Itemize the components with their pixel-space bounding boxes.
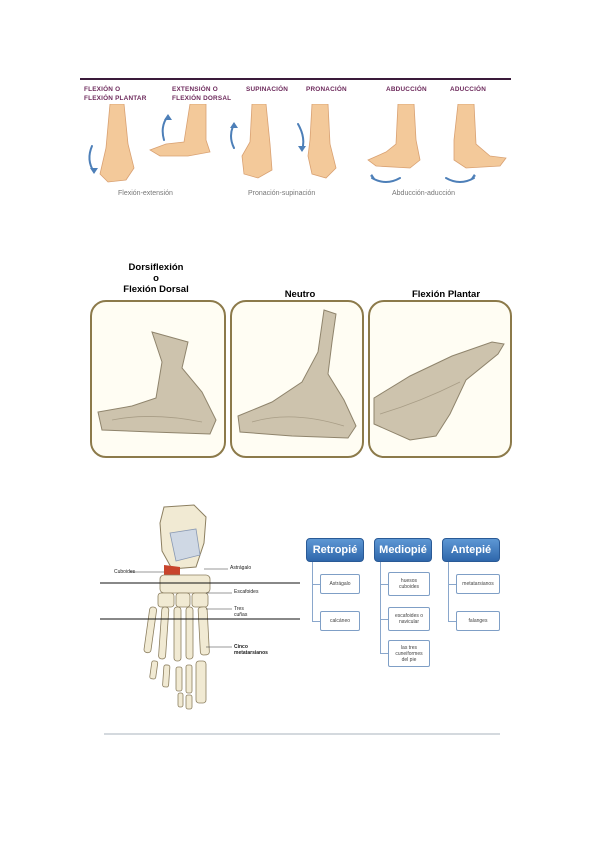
panel-plantar-flexion [368,300,512,458]
label-five-metatarsals: Cinco metatarsianos [234,644,268,656]
foot-dorsiflexion-drawing [97,331,217,435]
foot-regions-diagram: Retropié Astrágalo calcáneo Mediopié hue… [306,538,506,673]
movement-label-pronation: PRONACIÓN [306,86,347,93]
region-item-calcaneo: calcáneo [320,611,360,631]
region-item-metatarsianos: metatarsianos [456,574,500,594]
title-dorsiflexion: Dorsiflexión o Flexión Dorsal [123,262,189,295]
flexion-positions-figure: Dorsiflexión o Flexión Dorsal Neutro Fle… [86,262,518,468]
movement-label-supination: SUPINACIÓN [246,86,289,93]
region-item-astragalo: Astrágalo [320,574,360,594]
label-talus: Astrágalo [230,565,252,571]
title-plantar-flexion: Flexión Plantar [411,289,481,300]
movement-label-adduction: ADUCCIÓN [450,86,487,93]
movement-label-dorsal-flexion: EXTENSIÓN O FLEXIÓN DORSAL [172,86,232,102]
foot-neutral-drawing [237,309,357,439]
foot-adduction [453,104,507,169]
page-bottom-rule [104,733,500,735]
foot-plantar-flexion [99,104,135,183]
arrow-abduction [371,177,401,183]
movement-feet-illustration [88,104,507,183]
region-header-mediopie: Mediopié [374,538,432,562]
label-three-cuneiforms: Tres cuñas [234,606,248,618]
movement-label-plantar-flexion: FLEXIÓN O FLEXIÓN PLANTAR [84,86,147,102]
arrow-adduction [445,177,475,183]
foot-supination [241,104,273,179]
caption-flexion-extension: Flexión-extensión [118,190,173,197]
foot-dorsal-flexion [149,104,211,157]
label-navicular: Escafoides [234,589,259,595]
movement-label-abduction: ABDUCCIÓN [386,86,427,93]
region-header-antepie: Antepié [442,538,500,562]
title-neutral: Neutro [284,289,316,300]
region-item-falanges: falanges [456,611,500,631]
figure-top-rule [80,78,511,80]
caption-abduction-adduction: Abducción-aducción [392,190,456,197]
region-item-cuneiformes: las tres cuneiformes del pie [388,640,430,667]
label-cuboid: Cuboides [114,569,136,575]
region-item-cuboides: huesos cuboides [388,572,430,596]
panel-dorsiflexion [90,300,226,458]
panel-neutral [230,300,364,458]
foot-movements-figure: FLEXIÓN O FLEXIÓN PLANTAR EXTENSIÓN O FL… [80,78,511,210]
region-item-escafoides: escafoides o navicular [388,607,430,631]
foot-pronation [307,104,337,179]
foot-plantar-flexion-drawing [373,341,505,441]
region-header-retropie: Retropié [306,538,364,562]
foot-skeleton-figure: Cuboides Astrágalo Escafoides Tres cuñas… [100,503,300,725]
foot-bones-illustration [100,504,300,710]
foot-abduction [367,104,421,169]
caption-pronation-supination: Pronación-supinación [248,190,316,197]
